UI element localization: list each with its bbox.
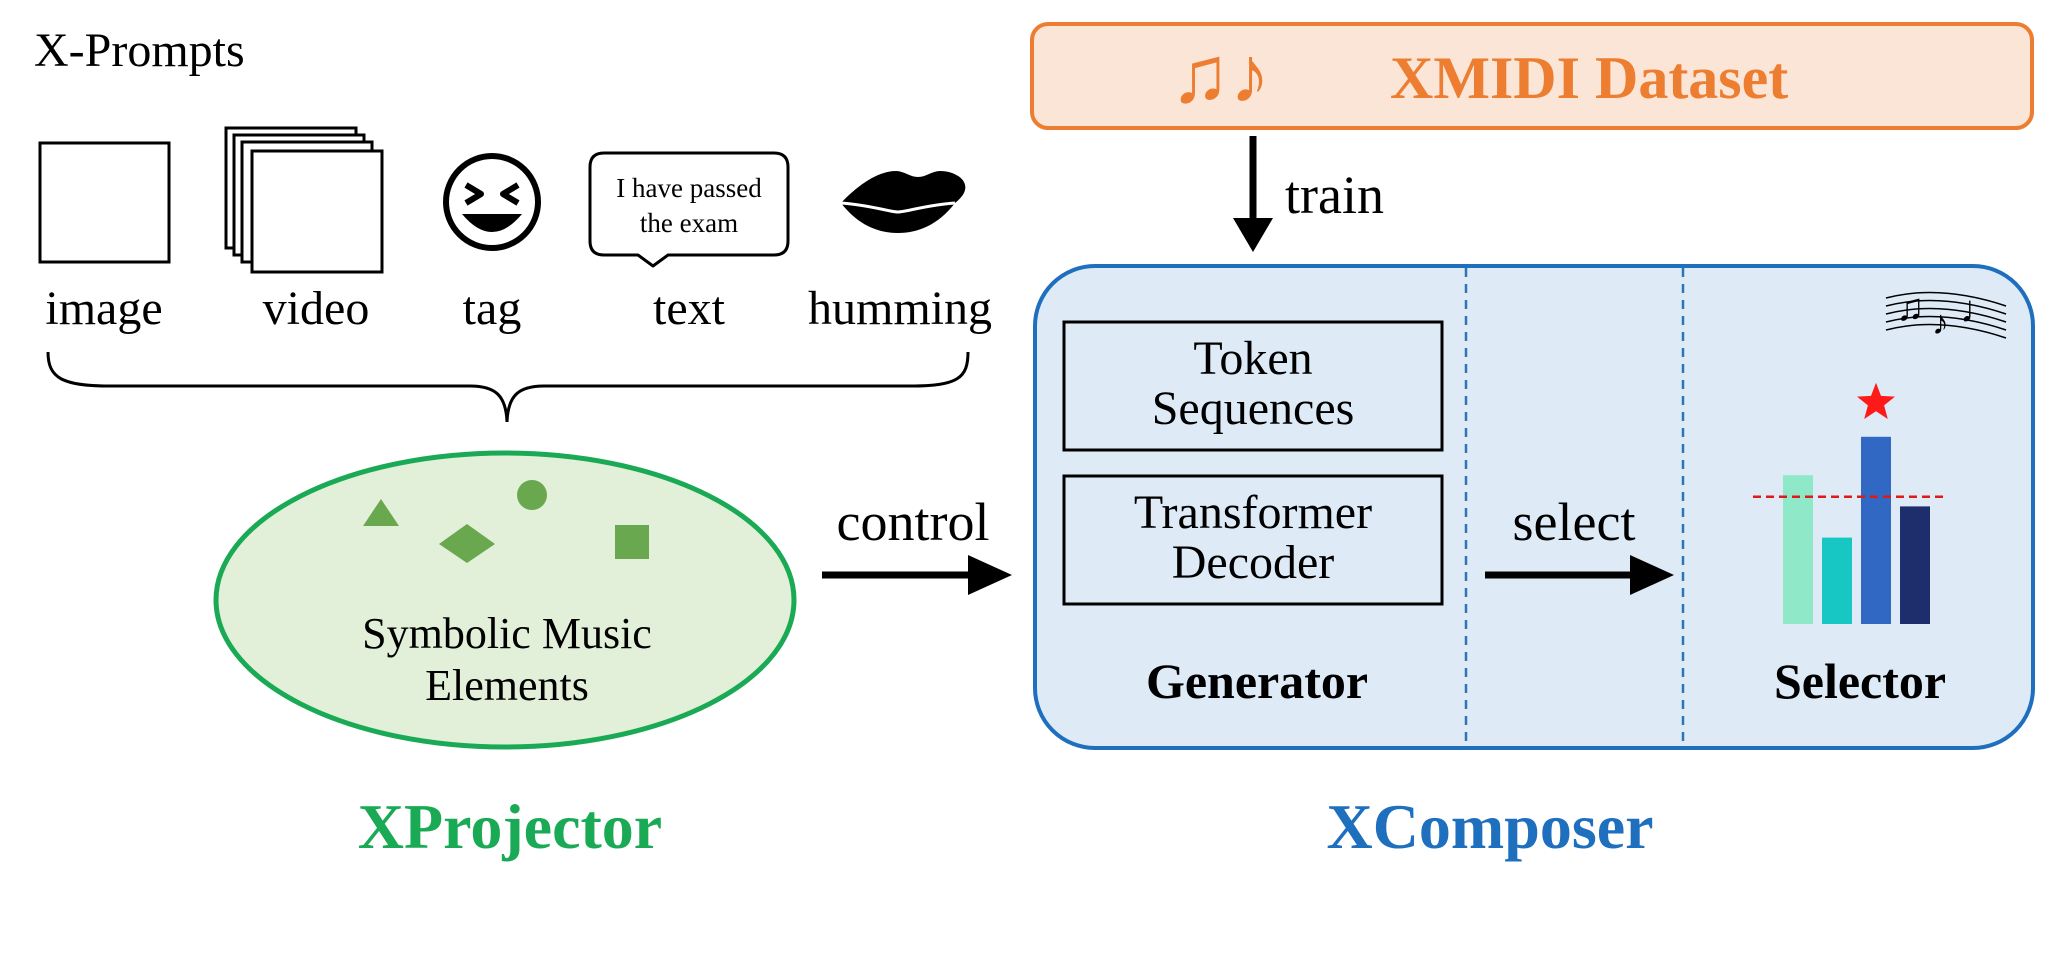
ellipse-text-line2: Elements [425,661,589,710]
token-sequences-box: Token Sequences [1062,320,1444,452]
symbolic-elements-ellipse: Symbolic Music Elements [213,450,797,750]
transformer-decoder-line2: Decoder [1172,536,1335,589]
music-staff-icon: ♫ ♪ ♩ [1885,287,2007,342]
xmidi-dataset-label: XMIDI Dataset [1390,45,1788,111]
lips-icon [840,171,966,233]
selector-bar [1900,506,1930,624]
svg-text:♪: ♪ [1932,305,1949,342]
prompt-label-text: text [653,282,726,335]
control-arrow [822,555,1012,595]
control-arrow-label: control [837,492,990,552]
train-arrow [1233,136,1273,252]
ellipse-text-line1: Symbolic Music [362,609,652,658]
generator-label: Generator [1146,653,1368,709]
prompts-curly-brace [46,351,970,423]
diamond-shape-icon [439,524,495,563]
bubble-text-line2: the exam [640,208,738,238]
token-sequences-line2: Sequences [1152,382,1355,435]
square-shape-icon [615,525,649,559]
prompt-label-image: image [45,282,162,335]
xmidi-dataset-box: ♫♪ XMIDI Dataset [1030,22,2034,130]
prompt-label-video: video [263,282,370,335]
selector-bar [1861,436,1891,624]
speech-bubble-icon: I have passed the exam [588,151,790,268]
laughing-face-icon [443,153,541,251]
xcomposer-title: XComposer [1326,791,1653,862]
train-arrow-label: train [1285,165,1384,225]
svg-text:♩: ♩ [1960,289,1998,331]
prompt-label-tag: tag [463,282,522,335]
transformer-decoder-line1: Transformer [1134,486,1372,539]
selector-bar [1783,475,1813,624]
bubble-text-line1: I have passed [616,173,762,203]
selector-label: Selector [1774,653,1946,709]
prompt-label-humming: humming [808,282,992,335]
prompts-title: X-Prompts [34,24,245,77]
transformer-decoder-box: Transformer Decoder [1062,474,1444,606]
selector-bar [1822,537,1852,624]
select-arrow-label: select [1513,492,1636,552]
selector-bar-chart [1783,436,1930,624]
video-frames-icon [224,126,384,274]
xprojector-title: XProjector [358,791,662,862]
image-frame-icon [38,141,171,264]
triangle-shape-icon [363,499,399,526]
token-sequences-line1: Token [1193,332,1312,385]
circle-shape-icon [517,480,547,510]
select-arrow [1485,555,1674,595]
music-notes-icon: ♫♪ [1170,32,1270,120]
svg-text:♫: ♫ [1896,287,1925,329]
best-choice-star-icon [1857,382,1895,419]
